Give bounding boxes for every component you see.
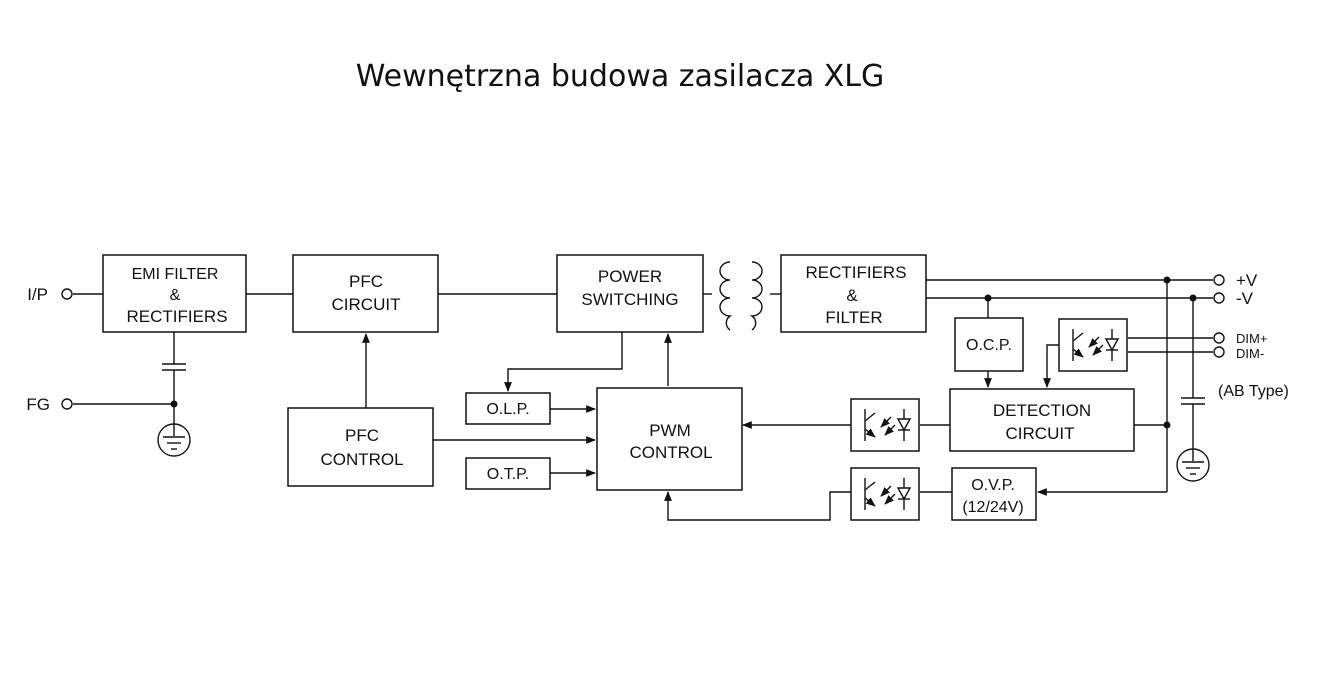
detection-line-2: CIRCUIT: [1006, 424, 1075, 443]
rectifiers-line-3: FILTER: [825, 308, 882, 327]
block-ovp: O.V.P. (12/24V): [951, 467, 1037, 521]
terminal-vminus-label: -V: [1236, 289, 1254, 308]
pfc-control-line-2: CONTROL: [320, 450, 403, 469]
pwm-line-1: PWM: [649, 421, 691, 440]
block-pwm-control: PWM CONTROL: [596, 387, 743, 491]
detection-line-1: DETECTION: [993, 401, 1091, 420]
junction-dots: [170, 276, 1197, 429]
wiring: [73, 279, 1213, 521]
otp-label: O.T.P.: [487, 466, 529, 483]
terminal-fg: FG: [26, 395, 73, 414]
block-ocp: O.C.P.: [954, 317, 1024, 372]
power-switching-line-1: POWER: [598, 267, 662, 286]
rectifiers-line-1: RECTIFIERS: [805, 263, 906, 282]
terminal-dimplus: DIM+: [1213, 331, 1267, 346]
block-pfc-circuit: PFC CIRCUIT: [292, 254, 439, 333]
ovp-line-1: O.V.P.: [971, 477, 1015, 494]
emi-line-2: &: [170, 287, 181, 304]
terminal-vplus: +V: [1213, 271, 1258, 290]
block-emi-filter: EMI FILTER & RECTIFIERS: [102, 254, 247, 333]
terminal-vplus-label: +V: [1236, 271, 1258, 290]
pwm-line-2: CONTROL: [629, 443, 712, 462]
transformer-icon: [719, 261, 763, 331]
ground-icon: [157, 423, 191, 457]
terminal-vminus: -V: [1213, 289, 1254, 308]
pfc-control-line-1: PFC: [345, 426, 379, 445]
optocoupler-ovp-icon: [851, 468, 919, 520]
ocp-label: O.C.P.: [966, 337, 1012, 354]
terminal-ip: I/P: [27, 285, 73, 304]
pfc-circuit-line-2: CIRCUIT: [332, 295, 401, 314]
optocoupler-detection-icon: [851, 399, 919, 451]
power-switching-line-2: SWITCHING: [581, 290, 678, 309]
emi-line-3: RECTIFIERS: [126, 307, 227, 326]
block-olp: O.L.P.: [465, 392, 551, 425]
optocoupler-dim-icon: [1059, 319, 1127, 371]
ground-icon: [1176, 448, 1210, 482]
diagram-title: Wewnętrzna budowa zasilacza XLG: [356, 59, 885, 94]
emi-line-1: EMI FILTER: [132, 266, 219, 283]
rectifiers-line-2: &: [846, 286, 858, 305]
pfc-circuit-line-1: PFC: [349, 272, 383, 291]
ab-type-note: (AB Type): [1218, 383, 1289, 400]
terminal-dimplus-label: DIM+: [1236, 331, 1267, 346]
block-otp: O.T.P.: [465, 457, 551, 490]
block-power-switching: POWER SWITCHING: [556, 254, 704, 333]
block-pfc-control: PFC CONTROL: [287, 407, 434, 487]
block-detection-circuit: DETECTION CIRCUIT: [949, 388, 1135, 452]
olp-label: O.L.P.: [486, 401, 529, 418]
block-rectifiers-filter: RECTIFIERS & FILTER: [780, 254, 927, 333]
terminal-ip-label: I/P: [27, 285, 48, 304]
terminal-fg-label: FG: [26, 395, 50, 414]
terminal-dimminus: DIM-: [1213, 346, 1264, 361]
terminal-dimminus-label: DIM-: [1236, 346, 1264, 361]
ovp-line-2: (12/24V): [962, 499, 1023, 516]
